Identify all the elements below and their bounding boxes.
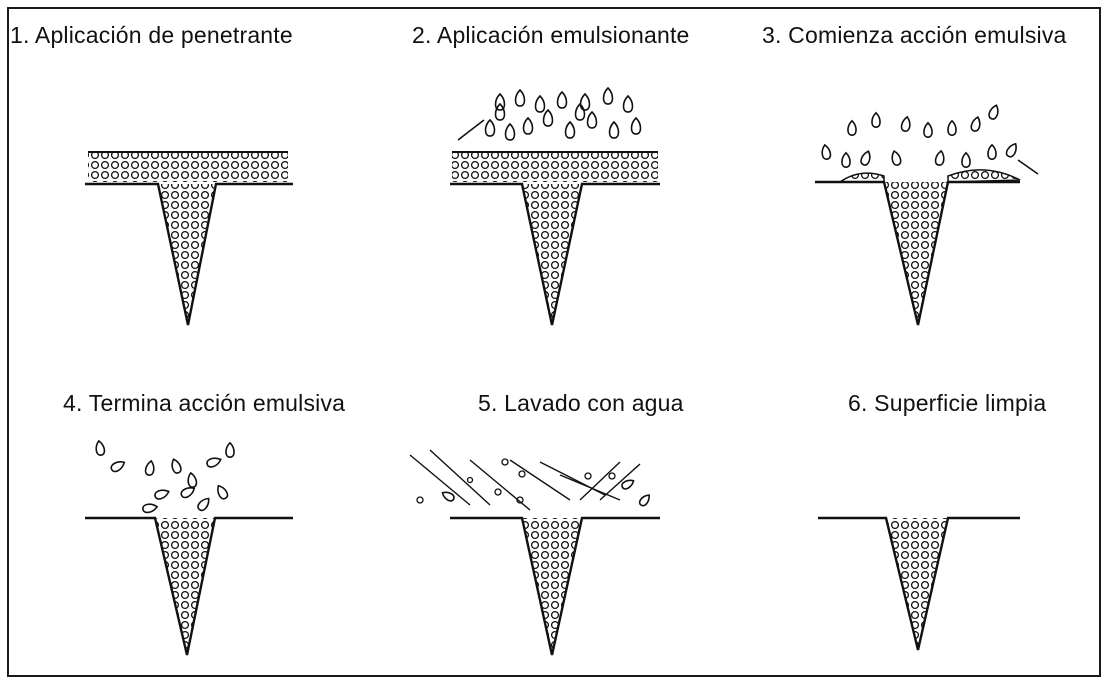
penetrant-layer xyxy=(88,152,288,182)
crack-penetrant xyxy=(884,182,948,325)
droplet-shape xyxy=(923,121,933,139)
droplet-shape xyxy=(534,94,546,113)
droplet-shape xyxy=(95,439,106,456)
droplet-shape xyxy=(514,88,526,107)
penetrant-layer xyxy=(452,152,658,182)
water-droplet xyxy=(516,496,524,504)
droplet-shape xyxy=(900,115,911,132)
droplet-shape xyxy=(504,122,516,141)
droplet-shape xyxy=(987,143,997,161)
surface-with-crack xyxy=(450,182,660,326)
droplet-shape xyxy=(841,151,851,169)
droplet-shape xyxy=(586,110,598,129)
droplet-shape xyxy=(821,143,832,160)
water-stream xyxy=(469,459,531,511)
droplet-shape xyxy=(622,94,634,113)
droplet-shape xyxy=(1005,142,1017,158)
droplet-shape xyxy=(860,150,871,166)
water-droplet xyxy=(494,488,502,496)
water-droplet xyxy=(518,470,526,478)
droplet-shape xyxy=(847,119,857,137)
droplet-shape xyxy=(988,104,999,120)
droplet-shape xyxy=(542,108,554,127)
droplet-shape xyxy=(970,115,981,132)
droplet-shape xyxy=(891,149,902,166)
water-stream xyxy=(409,454,471,506)
droplet-shape xyxy=(206,457,222,468)
droplet-shape xyxy=(947,119,957,137)
droplet-shape xyxy=(574,102,586,121)
surface-with-crack xyxy=(450,516,660,656)
droplet-shape xyxy=(522,116,534,135)
water-droplet xyxy=(501,458,509,466)
water-stream xyxy=(599,463,641,501)
step-6-label: 6. Superficie limpia xyxy=(848,390,1047,416)
crack-penetrant xyxy=(886,518,948,650)
droplet-shape xyxy=(484,118,496,137)
panel-6-clean-surface xyxy=(818,516,1020,651)
crack-penetrant xyxy=(158,184,216,325)
droplet-shape xyxy=(934,149,945,166)
droplet-shape xyxy=(197,497,210,512)
panel-3-emulsifying xyxy=(815,104,1039,326)
droplet-shape xyxy=(154,489,170,500)
water-droplet xyxy=(608,472,616,480)
water-droplet xyxy=(416,496,424,504)
step-5-label: 5. Lavado con agua xyxy=(478,390,684,416)
droplet-shape xyxy=(638,494,650,507)
water-stream xyxy=(429,449,491,506)
droplet-shape xyxy=(630,116,642,135)
droplet-shape xyxy=(110,461,126,473)
droplet-shape xyxy=(142,503,159,514)
droplet-shape xyxy=(441,491,455,502)
droplet-shape xyxy=(171,458,182,474)
droplet-shape xyxy=(494,102,506,121)
droplet-shape xyxy=(961,151,971,169)
panel-2-emulsifier xyxy=(450,86,660,326)
surface-with-crack xyxy=(815,180,1020,326)
panel-1-penetrant xyxy=(85,151,293,326)
step-4-label: 4. Termina acción emulsiva xyxy=(63,390,346,416)
droplet-shape xyxy=(217,484,229,500)
droplet-shape xyxy=(608,120,620,139)
droplet-shape xyxy=(144,459,155,476)
droplet-shape xyxy=(871,111,881,129)
crack-penetrant xyxy=(522,518,582,655)
step-1-label: 1. Aplicación de penetrante xyxy=(10,22,293,48)
droplet-shape xyxy=(602,86,614,105)
water-stream xyxy=(559,474,621,501)
surface-with-crack xyxy=(818,516,1020,651)
emulsifier-drops xyxy=(821,104,1017,169)
droplet-shape xyxy=(621,479,635,490)
droplet-shape xyxy=(225,441,235,459)
droplet-shape xyxy=(494,92,506,111)
emulsified-particles xyxy=(95,439,235,514)
droplet-shape xyxy=(187,471,198,488)
droplet-shape xyxy=(564,120,576,139)
step-3-label: 3. Comienza acción emulsiva xyxy=(762,22,1067,48)
water-stream xyxy=(579,461,621,501)
water-stream xyxy=(509,459,571,501)
droplet-shape xyxy=(556,90,568,109)
step-2-label: 2. Aplicación emulsionante xyxy=(412,22,690,48)
panel-4-emulsified xyxy=(85,439,293,656)
panel-5-water-wash xyxy=(409,449,660,656)
water-droplet xyxy=(584,472,592,480)
surface-with-crack xyxy=(85,182,293,326)
emulsifier-drops xyxy=(484,86,642,141)
water-spray xyxy=(409,449,650,511)
droplet-shape xyxy=(180,487,196,499)
water-droplet xyxy=(466,476,474,484)
droplet-shape xyxy=(579,92,591,111)
crack-penetrant xyxy=(155,518,215,655)
surface-with-crack xyxy=(85,516,293,656)
crack-penetrant xyxy=(522,184,582,325)
